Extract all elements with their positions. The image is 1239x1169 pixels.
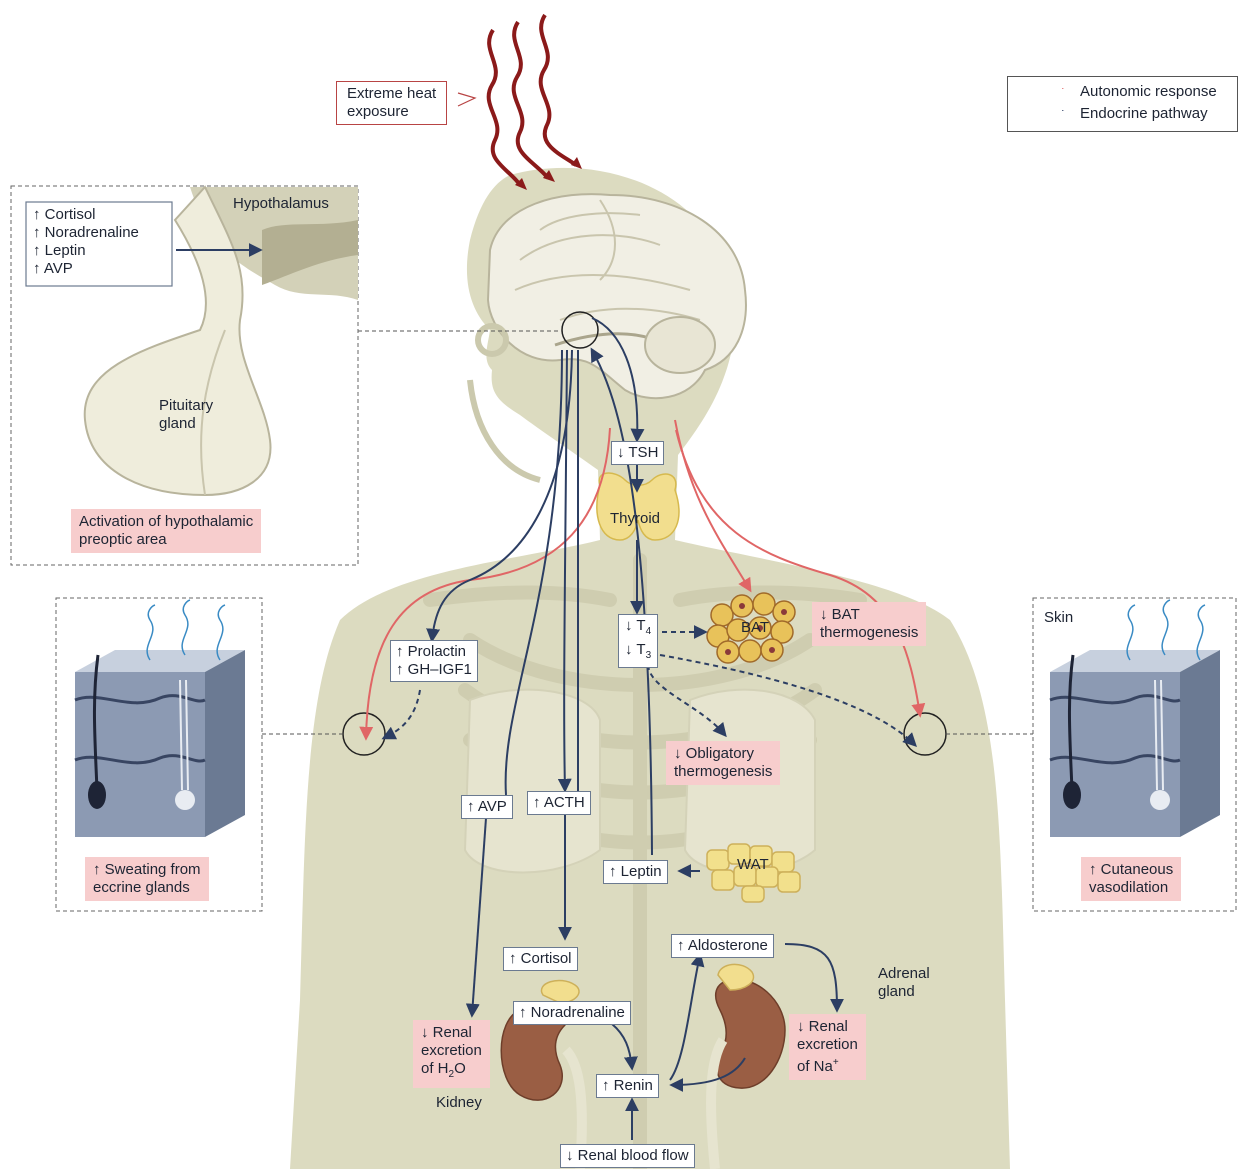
legend-autonomic-label: Autonomic response (1080, 83, 1217, 101)
preoptic-line1: Activation of hypothalamic (79, 513, 253, 531)
t4-label: ↓ T (625, 617, 646, 634)
skin-block-left (75, 650, 245, 837)
hormone-cortisol: ↑ Cortisol (33, 206, 139, 224)
preoptic-activation-box: Activation of hypothalamic preoptic area (71, 509, 261, 553)
renal-h2o-line1: ↓ Renal (421, 1024, 482, 1042)
preoptic-line2: preoptic area (79, 531, 253, 549)
renal-h2o-line2: excretion (421, 1042, 482, 1060)
renal-na-sup: + (833, 1057, 839, 1068)
bat-effect-line2: thermogenesis (820, 624, 918, 642)
prolactin-gh-box: ↑ Prolactin ↑ GH–IGF1 (390, 640, 478, 682)
skin-block-right (1050, 650, 1220, 837)
legend-autonomic-swatch (1016, 87, 1072, 89)
sweating-outcome-box: ↑ Sweating from eccrine glands (85, 857, 209, 901)
legend: Autonomic response Endocrine pathway (1007, 76, 1238, 132)
bat-thermogenesis-box: ↓ BAT thermogenesis (812, 602, 926, 646)
wat-label: WAT (737, 856, 769, 874)
obligatory-thermogenesis-box: ↓ Obligatory thermogenesis (666, 741, 780, 785)
sweating-line2: eccrine glands (93, 879, 201, 897)
pituitary-line1: Pituitary (159, 397, 213, 415)
stimulus-callout-pointer (458, 93, 475, 106)
renal-h2o-line3: of H2O (421, 1060, 482, 1084)
cortisol-box: ↑ Cortisol (503, 947, 578, 971)
vasodilation-line1: ↑ Cutaneous (1089, 861, 1173, 879)
stimulus-line1: Extreme heat (347, 85, 436, 103)
prolactin-label: ↑ Prolactin (396, 643, 472, 661)
t4-t3-box: ↓ T4 ↓ T3 (618, 614, 658, 668)
obligatory-line1: ↓ Obligatory (674, 745, 772, 763)
tsh-box: ↓ TSH (611, 441, 664, 465)
aldosterone-box: ↑ Aldosterone (671, 934, 774, 958)
legend-endocrine-swatch (1016, 109, 1072, 111)
renal-h2o-tail: O (454, 1060, 466, 1077)
thyroid-label: Thyroid (610, 510, 660, 528)
leptin-box: ↑ Leptin (603, 860, 668, 884)
bat-effect-line1: ↓ BAT (820, 606, 918, 624)
renal-h2o-box: ↓ Renal excretion of H2O (413, 1020, 490, 1088)
renal-na-line2: excretion (797, 1036, 858, 1054)
t3-sub: 3 (646, 650, 652, 661)
renal-h2o-of: of H (421, 1060, 449, 1077)
renal-na-of: of Na (797, 1058, 833, 1075)
acth-box: ↑ ACTH (527, 791, 591, 815)
t4-line: ↓ T4 (625, 617, 651, 641)
adrenal-gland-label: Adrenal gland (878, 965, 930, 1001)
avp-box: ↑ AVP (461, 795, 513, 819)
stimulus-box: Extreme heat exposure (336, 81, 447, 125)
hormone-noradrenaline: ↑ Noradrenaline (33, 224, 139, 242)
renin-box: ↑ Renin (596, 1074, 659, 1098)
renal-na-box: ↓ Renal excretion of Na+ (789, 1014, 866, 1080)
gh-label: ↑ GH–IGF1 (396, 661, 472, 679)
noradrenaline-box: ↑ Noradrenaline (513, 1001, 631, 1025)
vasodilation-outcome-box: ↑ Cutaneous vasodilation (1081, 857, 1181, 901)
t4-sub: 4 (646, 626, 652, 637)
legend-endocrine-label: Endocrine pathway (1080, 105, 1208, 123)
heat-waves (489, 15, 576, 185)
kidney-label: Kidney (436, 1094, 482, 1112)
pituitary-line2: gland (159, 415, 213, 433)
stimulus-line2: exposure (347, 103, 436, 121)
hormone-list: ↑ Cortisol ↑ Noradrenaline ↑ Leptin ↑ AV… (33, 206, 139, 278)
t3-label: ↓ T (625, 641, 646, 658)
adrenal-line2: gland (878, 983, 930, 1001)
renal-na-line3: of Na+ (797, 1054, 858, 1076)
vasodilation-line2: vasodilation (1089, 879, 1173, 897)
obligatory-line2: thermogenesis (674, 763, 772, 781)
t3-line: ↓ T3 (625, 641, 651, 665)
pituitary-label: Pituitary gland (159, 397, 213, 433)
hormone-leptin: ↑ Leptin (33, 242, 139, 260)
hormone-avp: ↑ AVP (33, 260, 139, 278)
skin-label: Skin (1044, 609, 1073, 627)
bat-label: BAT (741, 619, 769, 637)
sweating-line1: ↑ Sweating from (93, 861, 201, 879)
renal-na-line1: ↓ Renal (797, 1018, 858, 1036)
renal-blood-flow-box: ↓ Renal blood flow (560, 1144, 695, 1168)
hypothalamus-label: Hypothalamus (233, 195, 329, 213)
adrenal-line1: Adrenal (878, 965, 930, 983)
